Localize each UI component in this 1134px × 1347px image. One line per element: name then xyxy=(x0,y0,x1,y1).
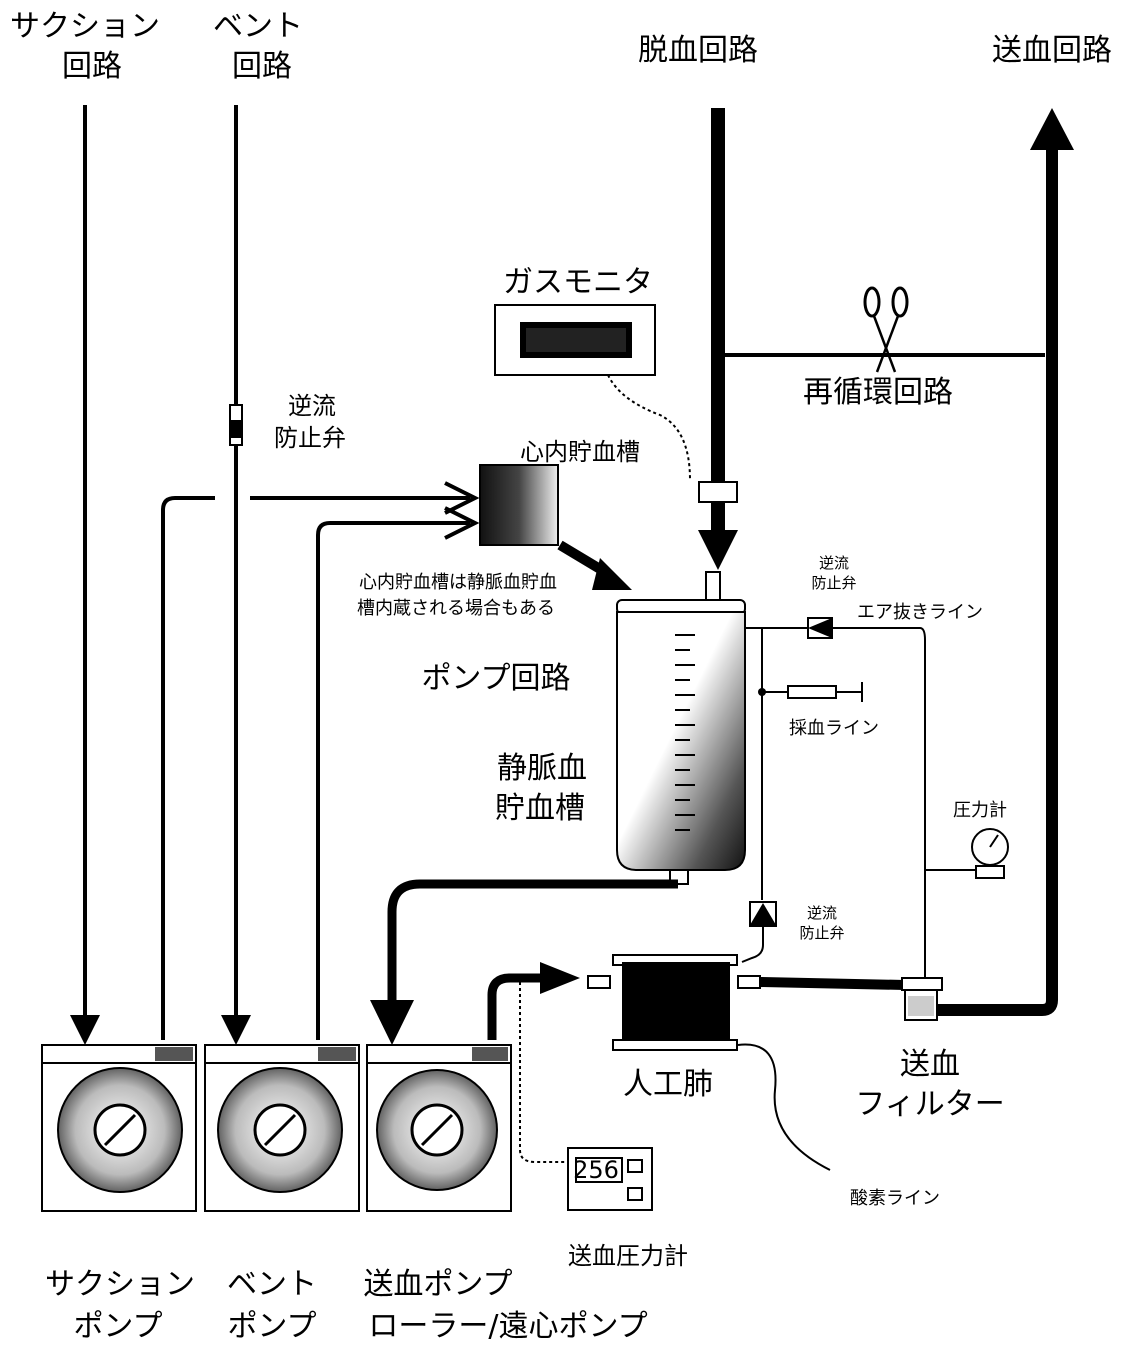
oxygen-line-label: 酸素ライン xyxy=(850,1188,940,1209)
vent-line xyxy=(221,105,251,1045)
recirculation-line xyxy=(725,286,1045,373)
check-valve-bottom-label-1: 逆流 xyxy=(807,904,837,922)
supply-pressure-gauge xyxy=(519,982,653,1211)
sampling-line-label: 採血ライン xyxy=(789,718,879,739)
vent-circuit-label-1: ベント xyxy=(213,9,303,44)
pump-to-oxygenator-line xyxy=(487,962,580,1040)
suction-circuit-label-2: 回路 xyxy=(62,49,122,84)
supply-pressure-gauge-label: 送血圧力計 xyxy=(568,1242,688,1270)
drain-line xyxy=(698,108,738,570)
bottom-check-valve xyxy=(741,901,777,963)
check-valve-top-label-2: 防止弁 xyxy=(811,574,856,592)
cardiotomy-label: 心内貯血槽 xyxy=(520,438,640,466)
arterial-filter-label-2: フィルター xyxy=(855,1087,1004,1122)
gas-monitor xyxy=(494,304,691,481)
supply-pump-label-2: ローラー/遠心ポンプ xyxy=(368,1309,647,1344)
gauge-reading: 256 xyxy=(573,1156,619,1184)
pressure-gauge xyxy=(925,828,1009,879)
cardiotomy-reservoir xyxy=(479,464,559,546)
venous-reservoir xyxy=(616,571,746,885)
vent-pump-label-2: ポンプ xyxy=(227,1309,316,1344)
venous-reservoir-label-2: 貯血槽 xyxy=(495,791,585,826)
supply-line xyxy=(935,108,1074,1016)
syringe-icon xyxy=(787,685,837,699)
drain-connector xyxy=(698,481,738,503)
vent-return-line xyxy=(316,506,480,1040)
cardiotomy-note-1: 心内貯血槽は静脈血貯血 xyxy=(359,572,557,593)
suction-pump-label-2: ポンプ xyxy=(73,1309,162,1344)
vent-pump-label-1: ベント xyxy=(227,1267,317,1302)
arterial-filter xyxy=(901,977,943,1021)
drain-circuit-label: 脱血回路 xyxy=(638,33,758,68)
check-valve-vent-label-1: 逆流 xyxy=(288,392,336,420)
pump-circuit-line xyxy=(370,879,678,1045)
scissors-icon xyxy=(863,286,909,373)
pressure-gauge-label: 圧力計 xyxy=(953,800,1007,821)
cardiotomy-to-reservoir-arrow xyxy=(557,540,632,590)
check-valve-bottom-label-2: 防止弁 xyxy=(799,924,844,942)
check-valve-top-label-1: 逆流 xyxy=(819,554,849,572)
vent-pump xyxy=(204,1044,360,1212)
supply-circuit-label: 送血回路 xyxy=(992,33,1112,68)
sampling-line xyxy=(758,628,863,900)
suction-circuit-label-1: サクション xyxy=(10,9,160,44)
suction-pump-label-1: サクション xyxy=(45,1267,195,1302)
pump-circuit-label: ポンプ回路 xyxy=(421,661,570,696)
oxygenator xyxy=(587,954,761,1051)
suction-pump xyxy=(41,1044,197,1212)
cardiotomy-note-2: 槽内蔵される場合もある xyxy=(357,598,555,619)
oxygen-tube xyxy=(737,1043,831,1171)
air-vent-line xyxy=(745,617,926,980)
recirculation-label: 再循環回路 xyxy=(803,375,953,410)
oxygenator-label: 人工肺 xyxy=(623,1067,713,1102)
suction-line xyxy=(70,105,100,1045)
oxygenator-to-filter-line xyxy=(759,977,906,990)
air-vent-line-label: エア抜きライン xyxy=(857,602,983,623)
vent-circuit-label-2: 回路 xyxy=(232,49,292,84)
suction-return-line xyxy=(161,481,480,1040)
check-valve-vent-label-2: 防止弁 xyxy=(274,424,346,452)
supply-pump-label-1: 送血ポンプ xyxy=(363,1267,512,1302)
supply-pump xyxy=(366,1044,512,1212)
arterial-filter-label-1: 送血 xyxy=(900,1047,960,1082)
venous-reservoir-label-1: 静脈血 xyxy=(497,751,587,786)
gas-monitor-label: ガスモニタ xyxy=(503,265,653,300)
